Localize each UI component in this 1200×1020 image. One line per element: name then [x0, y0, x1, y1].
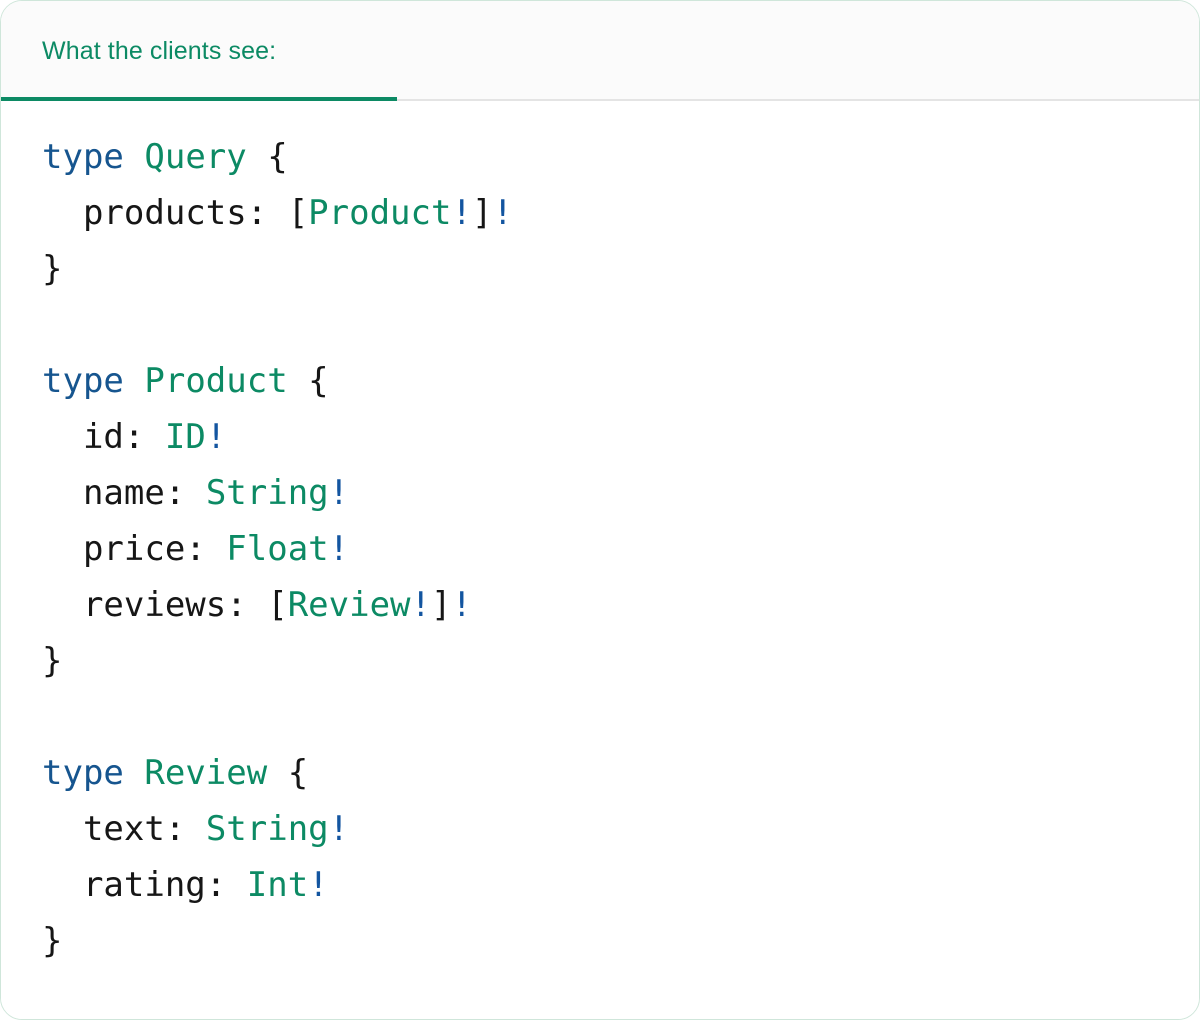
- code-token-typename: Product: [308, 193, 452, 233]
- code-token-punct: {: [267, 137, 288, 177]
- code-line: products: [Product!]!: [1, 185, 1199, 241]
- code-token-punct: ]: [431, 585, 452, 625]
- code-token-punct: [: [267, 585, 288, 625]
- code-token-plain: [206, 529, 226, 569]
- code-line: rating: Int!: [1, 857, 1199, 913]
- code-token-punct: :: [226, 585, 247, 625]
- code-token-typename: Float: [226, 529, 329, 569]
- code-line: price: Float!: [1, 521, 1199, 577]
- code-token-plain: [42, 417, 83, 457]
- tab-active-indicator: [1, 97, 397, 101]
- code-token-plain: [226, 865, 246, 905]
- code-token-keyword: type: [42, 361, 124, 401]
- code-token-field: reviews: [82, 585, 227, 625]
- code-line: reviews: [Review!]!: [1, 577, 1199, 633]
- code-token-bang: !: [328, 529, 350, 569]
- code-token-field: id: [82, 417, 124, 457]
- tab-strip-baseline: [1, 99, 1199, 101]
- code-token-punct: [: [287, 193, 309, 233]
- code-token-field: rating: [82, 865, 206, 905]
- code-token-keyword: type: [42, 753, 124, 793]
- code-token-bang: !: [451, 193, 472, 233]
- code-token-punct: :: [123, 417, 145, 457]
- code-token-typename: Review: [287, 585, 411, 625]
- code-token-bang: !: [205, 417, 227, 457]
- code-token-plain: [185, 809, 205, 849]
- code-line: }: [1, 633, 1199, 689]
- code-token-plain: [247, 137, 267, 177]
- code-token-bang: !: [492, 193, 513, 233]
- code-token-typename: Product: [144, 361, 288, 401]
- tab-clients-view[interactable]: What the clients see:: [1, 1, 397, 101]
- code-token-punct: }: [42, 641, 63, 681]
- code-line: id: ID!: [1, 409, 1199, 465]
- code-token-punct: :: [185, 529, 206, 569]
- code-line: }: [1, 913, 1199, 969]
- code-token-punct: :: [164, 473, 186, 513]
- code-token-keyword: type: [42, 137, 124, 177]
- tab-strip: What the clients see:: [1, 1, 1199, 101]
- code-token-punct: :: [246, 193, 268, 233]
- code-line: }: [1, 241, 1199, 297]
- code-token-field: price: [82, 529, 186, 569]
- code-token-plain: [124, 753, 144, 793]
- code-line: [1, 297, 1199, 353]
- code-line: type Query {: [1, 129, 1199, 185]
- code-token-punct: {: [287, 753, 309, 793]
- code-token-plain: [185, 473, 205, 513]
- code-token-plain: [247, 585, 267, 625]
- code-line: name: String!: [1, 465, 1199, 521]
- code-line: type Review {: [1, 745, 1199, 801]
- code-line: [1, 689, 1199, 745]
- code-token-punct: :: [164, 809, 186, 849]
- tab-clients-view-label: What the clients see:: [42, 36, 277, 65]
- code-token-plain: [42, 865, 83, 905]
- code-token-plain: [42, 473, 83, 513]
- code-token-typename: String: [205, 809, 329, 849]
- code-token-plain: [144, 417, 164, 457]
- code-token-typename: ID: [164, 417, 206, 457]
- code-token-bang: !: [451, 585, 472, 625]
- code-token-bang: !: [410, 585, 432, 625]
- code-viewer[interactable]: type Query { products: [Product!]!} type…: [1, 101, 1199, 1019]
- code-token-punct: }: [42, 249, 63, 289]
- code-token-punct: :: [205, 865, 227, 905]
- code-token-bang: !: [328, 809, 350, 849]
- code-token-typename: Int: [246, 865, 309, 905]
- code-token-punct: }: [42, 921, 63, 961]
- code-token-plain: [124, 137, 144, 177]
- code-token-typename: String: [205, 473, 329, 513]
- code-token-bang: !: [328, 473, 350, 513]
- code-token-punct: ]: [471, 193, 493, 233]
- code-line: type Product {: [1, 353, 1199, 409]
- code-token-field: products: [82, 193, 247, 233]
- code-token-plain: [42, 529, 83, 569]
- code-token-plain: [42, 809, 83, 849]
- code-line: text: String!: [1, 801, 1199, 857]
- code-token-plain: [42, 193, 83, 233]
- code-token-bang: !: [308, 865, 329, 905]
- code-token-plain: [267, 753, 287, 793]
- code-token-typename: Review: [144, 753, 268, 793]
- code-token-plain: [124, 361, 144, 401]
- code-token-field: name: [82, 473, 165, 513]
- code-token-punct: {: [308, 361, 329, 401]
- graphql-schema-code: type Query { products: [Product!]!} type…: [1, 129, 1199, 969]
- code-token-plain: [42, 585, 83, 625]
- code-token-field: text: [82, 809, 165, 849]
- code-token-plain: [267, 193, 287, 233]
- code-token-plain: [288, 361, 308, 401]
- code-token-typename: Query: [144, 137, 247, 177]
